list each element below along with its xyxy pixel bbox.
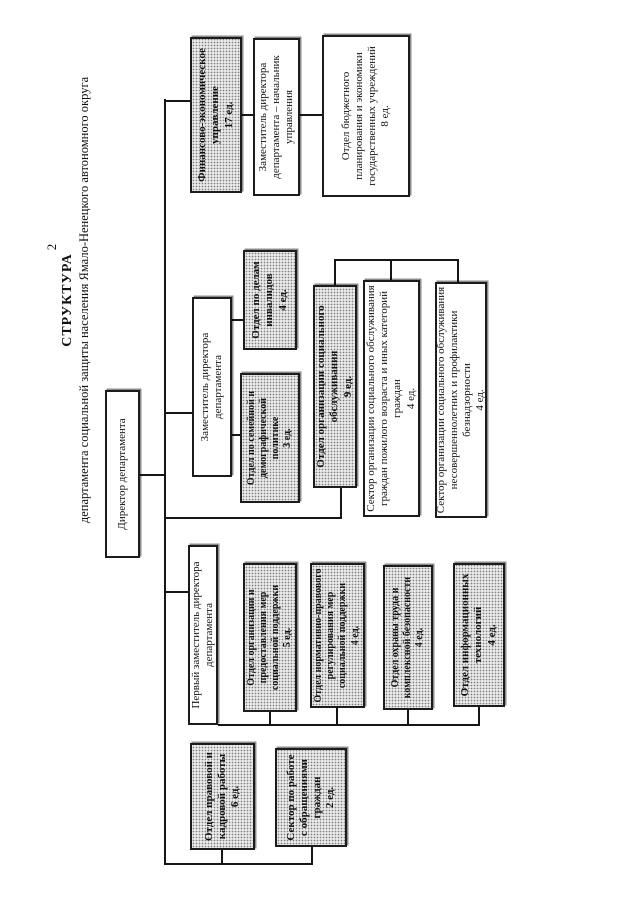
- org-box-units: 17 ед.: [222, 101, 235, 129]
- org-box-label: Первый заместитель директора департамент…: [190, 561, 215, 709]
- org-box-label: Сектор организации социального обслужива…: [434, 286, 473, 514]
- org-box-fin-upravlenie: Финансово-экономическое управление 17 ед…: [190, 37, 242, 193]
- connector-sektor-bracket: [334, 259, 459, 261]
- org-box-label: Отдел правовой и кадровой работы: [202, 751, 228, 842]
- org-box-units: 2 ед.: [324, 786, 337, 809]
- org-box-zam-nachalnik: Заместитель директора департамента – нач…: [253, 38, 300, 196]
- connector-spine-pervzam: [164, 591, 190, 593]
- connector-spine: [164, 99, 166, 865]
- org-box-sektor-nesovershennoletnih: Сектор организации социального обслужива…: [435, 282, 487, 518]
- org-box-units: 4 ед.: [404, 387, 417, 410]
- org-box-label: Отдел по делам инвалидов: [250, 261, 276, 339]
- page-number: 2: [44, 243, 59, 251]
- chart-title-sub: департамента социальной защиты населения…: [77, 76, 91, 524]
- org-box-zam-direktora: Заместитель директора департамента: [192, 297, 232, 477]
- connector-bus-mer: [269, 710, 271, 726]
- org-box-otdel-sots-obsluzhivaniya: Отдел организации социального обслуживан…: [313, 285, 357, 488]
- org-box-label: Отдел бюджетного планирования и экономик…: [339, 46, 378, 186]
- org-box-label: Отдел организации и предоставления мер с…: [245, 584, 281, 691]
- org-box-label: Отдел организации социального обслуживан…: [315, 305, 341, 468]
- connector-bus-norm: [336, 706, 338, 726]
- org-box-otdel-mer-podderzhki: Отдел организации и предоставления мер с…: [243, 563, 297, 712]
- org-box-label: Отдел нормативно-правового регулирования…: [313, 568, 348, 703]
- connector-drop-obr: [311, 845, 313, 865]
- connector-pervzam-bus: [218, 724, 480, 726]
- org-box-otdel-semeynoy: Отдел по семейной и демографической поли…: [240, 373, 300, 503]
- org-box-units: 6 ед.: [229, 785, 242, 808]
- org-box-units: 9 ед.: [341, 375, 354, 398]
- org-box-units: 5 ед.: [282, 627, 294, 648]
- connector-souslug-stub: [340, 486, 342, 519]
- org-box-director: Директор департамента: [105, 390, 140, 558]
- org-box-otdel-it: Отдел информационных технологий 4 ед.: [453, 563, 505, 707]
- org-box-label: Отдел по семейной и демографической поли…: [245, 390, 281, 486]
- connector-spine-left-drop: [164, 863, 313, 865]
- org-box-label: Заместитель директора департамента: [199, 332, 224, 442]
- org-box-otdel-invalidov: Отдел по делам инвалидов 4 ед.: [243, 250, 297, 350]
- connector-bus-it: [478, 705, 480, 726]
- connector-bracket-souslug: [334, 259, 336, 285]
- connector-zamfin-budget: [300, 114, 324, 116]
- org-box-otdel-normativno-pravovoy: Отдел нормативно-правового регулирования…: [310, 563, 365, 708]
- org-box-units: 4 ед.: [414, 627, 426, 648]
- connector-bracket-nesov: [457, 259, 459, 282]
- org-box-budget-otdel: Отдел бюджетного планирования и экономик…: [322, 35, 410, 197]
- org-box-label: Отдел информационных технологий: [459, 573, 485, 697]
- connector-spine-souslug-drop: [164, 517, 342, 519]
- connector-bracket-pozhil: [390, 259, 392, 280]
- org-box-units: 8 ед.: [379, 105, 392, 127]
- org-box-label: Директор департамента: [116, 418, 129, 530]
- connector-director-spine: [140, 474, 166, 476]
- org-box-label: Отдел охраны труда и комплексной безопас…: [389, 576, 413, 699]
- org-box-otdel-ohrany-truda: Отдел охраны труда и комплексной безопас…: [383, 565, 433, 710]
- org-box-label: Заместитель директора департамента – нач…: [257, 55, 295, 179]
- org-box-label: Сектор по работе с обращениями граждан: [284, 754, 323, 841]
- org-box-units: 4 ед.: [349, 625, 361, 646]
- chart-title-main: СТРУКТУРА: [60, 253, 75, 347]
- org-box-sektor-obrashcheniya: Сектор по работе с обращениями граждан 2…: [275, 748, 347, 847]
- connector-spine-finupr: [164, 100, 192, 102]
- org-box-units: 4 ед.: [474, 389, 487, 411]
- chart-title: СТРУКТУРА департамента социальной защиты…: [60, 65, 92, 535]
- org-box-label: Финансово-экономическое управление: [196, 48, 222, 182]
- org-box-units: 3 ед.: [282, 428, 294, 448]
- connector-bus-ohrana: [407, 708, 409, 726]
- org-box-units: 4 ед.: [276, 289, 289, 311]
- org-box-pervy-zam: Первый заместитель директора департамент…: [188, 545, 218, 725]
- org-box-label: Сектор организации социального обслужива…: [365, 285, 403, 512]
- connector-spine-zamdir: [164, 412, 194, 414]
- org-box-otdel-pravovoy: Отдел правовой и кадровой работы 6 ед.: [190, 743, 255, 850]
- org-box-units: 4 ед.: [485, 624, 498, 646]
- connector-drop-prav: [221, 848, 223, 865]
- org-box-sektor-pozhilogo: Сектор организации социального обслужива…: [363, 280, 420, 517]
